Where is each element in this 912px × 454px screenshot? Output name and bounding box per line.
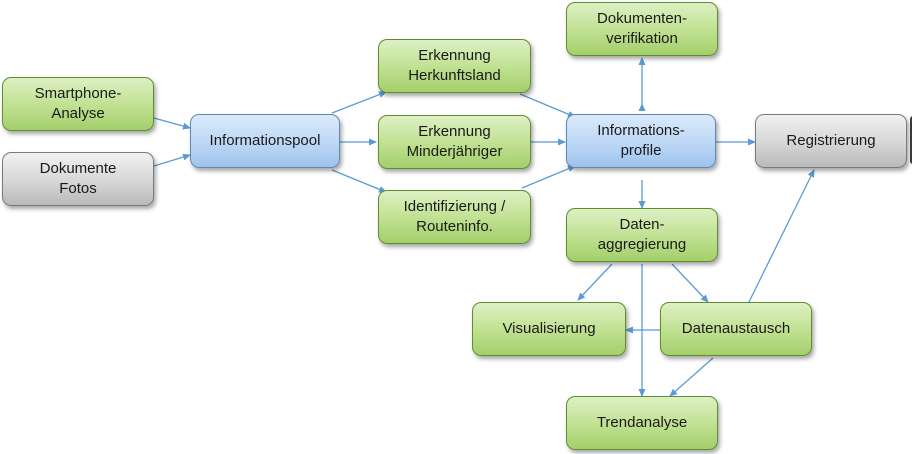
- arrow-pool-to-identifizierung: [331, 169, 387, 193]
- node-trendanalyse: Trendanalyse: [566, 396, 718, 450]
- arrow-pool-to-herkunft: [331, 91, 387, 114]
- node-informationspool: Informationspool: [190, 114, 340, 168]
- node-erkennung-minderjaehriger: Erkennung Minderjähriger: [378, 115, 531, 169]
- arrow-austausch-to-registrierung: [747, 169, 815, 305]
- node-visualisierung: Visualisierung: [472, 302, 626, 356]
- arrow-aggregierung-to-visualisierung: [577, 263, 613, 301]
- node-informationsprofile: Informations- profile: [566, 114, 716, 168]
- node-datenaustausch: Datenaustausch: [660, 302, 812, 356]
- node-datenaggregierung: Daten- aggregierung: [566, 208, 718, 262]
- arrow-austausch-to-trend: [669, 357, 714, 397]
- node-registrierung: Registrierung: [755, 114, 907, 168]
- node-identifizierung-routeninfo: Identifizierung / Routeninfo.: [378, 190, 531, 244]
- arrow-smartphone-to-pool: [153, 117, 191, 130]
- arrow-dokumente-to-pool: [153, 153, 191, 167]
- node-erkennung-herkunftsland: Erkennung Herkunftsland: [378, 39, 531, 93]
- offscreen-node-edge: [910, 116, 912, 164]
- arrow-identifizierung-to-profile: [521, 165, 576, 189]
- node-dokumente-fotos: Dokumente Fotos: [2, 152, 154, 206]
- arrow-aggregierung-to-austausch: [671, 263, 709, 303]
- arrow-herkunft-to-profile: [519, 93, 576, 118]
- node-dokumentenverifikation: Dokumenten- verifikation: [566, 2, 718, 56]
- node-smartphone-analyse: Smartphone- Analyse: [2, 77, 154, 131]
